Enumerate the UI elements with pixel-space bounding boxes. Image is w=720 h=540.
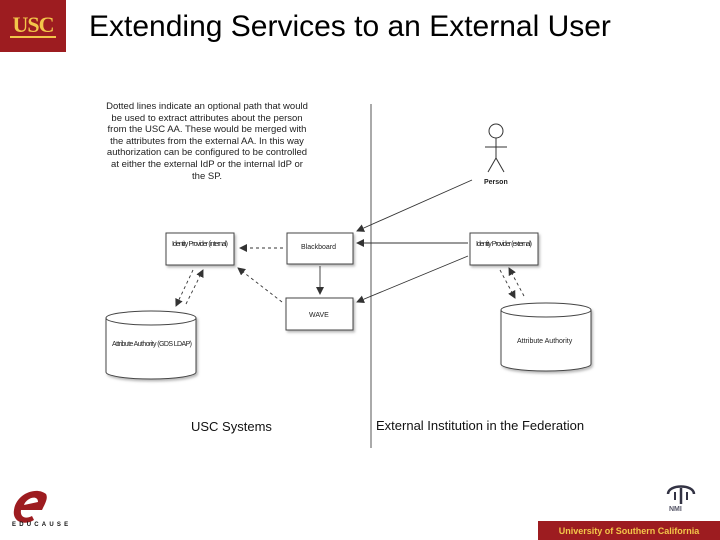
idp-external-label: Identity Provider (external)	[476, 241, 532, 248]
idp-internal-label: Identity Provider (internal)	[172, 241, 228, 248]
dotted-arrow-idp-ext-to-aa	[499, 269, 516, 299]
wave-label: WAVE	[309, 312, 329, 319]
dotted-arrow-idp-int-to-aa	[175, 269, 194, 307]
person-icon	[485, 123, 507, 173]
blackboard-box: Blackboard	[286, 232, 354, 265]
blackboard-label: Blackboard	[301, 244, 336, 251]
usc-logo: USC	[0, 0, 66, 52]
idp-internal-box: Identity Provider (internal)	[165, 232, 235, 266]
usc-footer-banner: University of Southern California	[538, 521, 720, 540]
aa-internal-label: Attribute Authority (GDS LDAP)	[112, 341, 192, 348]
educause-logo-text: EDUCAUSE	[12, 522, 72, 528]
usc-logo-text: USC	[10, 12, 56, 38]
dotted-arrow-aa-to-idp-ext	[508, 267, 525, 297]
region-label-usc: USC Systems	[191, 419, 272, 434]
aa-internal-cylinder	[105, 310, 197, 380]
person-label: Person	[484, 179, 508, 186]
aa-external-label: Attribute Authority	[517, 338, 573, 345]
arrow-idp-ext-to-wave	[356, 255, 469, 304]
wave-box: WAVE	[285, 297, 354, 331]
educause-e-logo	[13, 490, 47, 523]
arrow-person-to-blackboard	[356, 179, 473, 232]
dotted-arrow-wave-to-idp-int	[237, 267, 283, 303]
idp-external-box: Identity Provider (external)	[469, 232, 539, 266]
nmi-logo-text: NMI	[669, 506, 682, 513]
aa-external-cylinder	[500, 302, 592, 372]
diagram-note: Dotted lines indicate an optional path t…	[106, 101, 308, 182]
nmi-logo-icon	[666, 485, 696, 504]
slide-title: Extending Services to an External User	[89, 10, 611, 43]
usc-footer-text: University of Southern California	[558, 525, 700, 536]
region-label-external: External Institution in the Federation	[376, 418, 585, 433]
dotted-arrow-aa-to-idp-int	[185, 269, 204, 305]
